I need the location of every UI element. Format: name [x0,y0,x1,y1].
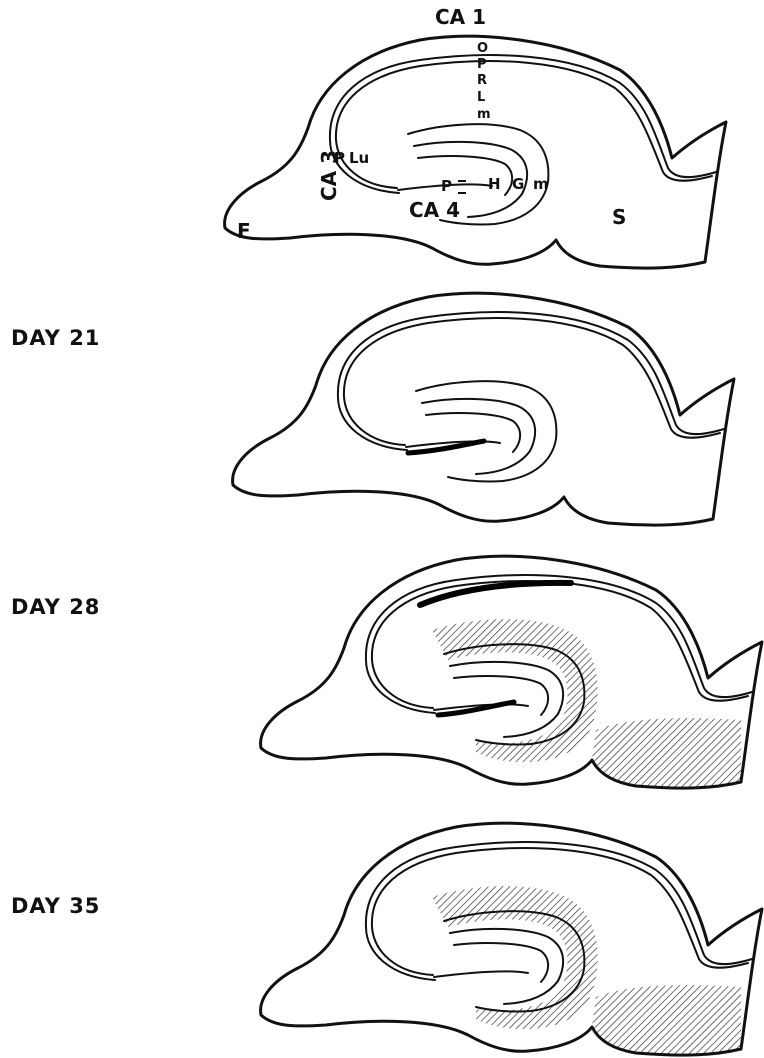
label-m-ca1: m [477,107,491,122]
label-o: O [477,41,488,56]
panel-day28 [261,556,762,788]
label-p-ca1: P [477,57,487,72]
hippocampus-outline [225,36,726,268]
hatched-molecular-layer [432,619,598,762]
label-ca1: CA 1 [435,5,486,29]
hatched-subiculum [592,718,741,788]
label-l: L [477,90,485,105]
hippocampus-outline [233,293,734,525]
label-ca4: CA 4 [409,198,460,222]
label-p-ca4: P [441,177,452,195]
ca1-pyramidal-band [420,583,571,605]
day-label: DAY 35 [11,894,100,918]
label-h: H [488,175,501,193]
label-g: G [512,175,524,193]
panel-day21 [233,293,734,525]
label-ca3: CA 3 [317,150,341,201]
panel-day35 [261,823,762,1055]
label-r: R [477,73,487,88]
label-s: S [612,205,626,229]
day-label: DAY 21 [11,326,100,350]
label-f: F [237,219,251,243]
label-lu: Lu [349,149,369,167]
panel-reference: CA 1 O P R L m P Lu CA 3 P H G m CA 4 F … [225,5,726,268]
hatched-molecular-layer [432,886,598,1029]
hatched-subiculum [592,985,741,1055]
day-label: DAY 28 [11,595,100,619]
label-m-dg: m [533,175,549,193]
